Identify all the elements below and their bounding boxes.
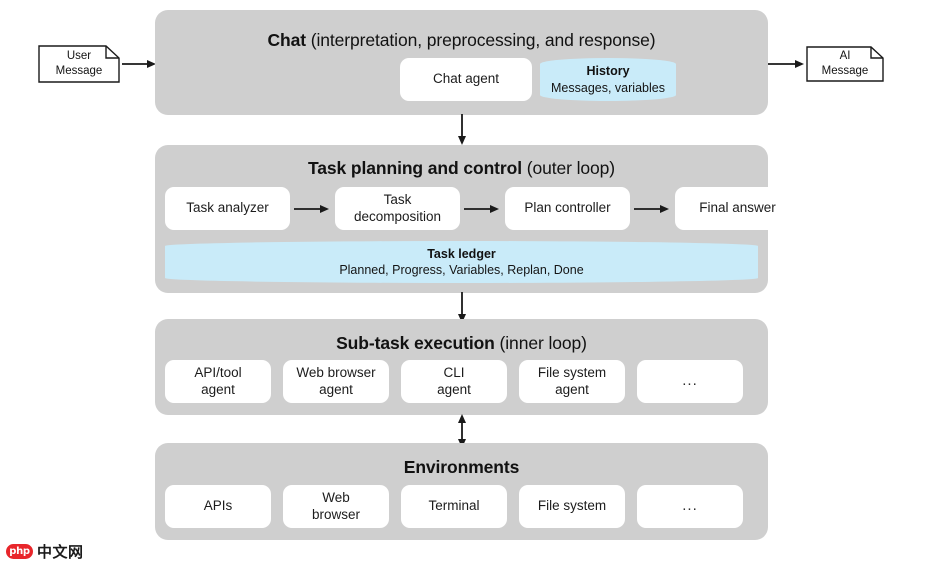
document-shape-icon [806, 46, 884, 82]
node-chat-agent-label: Chat agent [432, 71, 500, 87]
node-file-system-label: File system [537, 498, 607, 514]
datastore-history[interactable]: History Messages, variables [540, 58, 676, 101]
cylinder-bottom-cap [540, 89, 676, 101]
section-environments-title-bold: Environments [403, 457, 520, 477]
node-web-browser-agent-line2: agent [319, 381, 353, 397]
datastore-history-label: History Messages, variables [540, 58, 676, 101]
node-file-system-agent-line1: File system [537, 364, 607, 380]
arrow-user-message-to-chat [122, 56, 158, 72]
section-subtask-execution-title-rest: (inner loop) [494, 333, 587, 353]
arrow-analyzer-to-decomposition [294, 201, 331, 217]
node-plan-controller-label: Plan controller [524, 200, 611, 216]
section-task-planning-title-rest: (outer loop) [521, 158, 616, 178]
node-api-tool-agent-line2: agent [201, 381, 235, 397]
datastore-history-subtitle: Messages, variables [551, 80, 665, 95]
section-chat-title-bold: Chat [267, 30, 307, 50]
node-file-system-agent[interactable]: File system agent [519, 360, 625, 403]
node-api-tool-agent[interactable]: API/tool agent [165, 360, 271, 403]
node-terminal[interactable]: Terminal [401, 485, 507, 528]
section-chat-title: Chat (interpretation, preprocessing, and… [155, 30, 768, 51]
node-task-decomposition-line1: Task [383, 191, 412, 207]
user-message-line2: Message [55, 65, 103, 77]
ai-message-box: AI Message [806, 46, 884, 82]
datastore-task-ledger[interactable]: Task ledger Planned, Progress, Variables… [165, 241, 758, 283]
cylinder-body [165, 246, 758, 278]
section-chat: Chat (interpretation, preprocessing, and… [155, 10, 768, 115]
cylinder-top-cap [540, 58, 676, 70]
node-task-analyzer[interactable]: Task analyzer [165, 187, 290, 230]
section-subtask-execution: Sub-task execution (inner loop) API/tool… [155, 319, 768, 415]
ai-message-line2: Message [821, 65, 869, 77]
user-message-box: User Message [38, 45, 120, 83]
node-task-decomposition[interactable]: Task decomposition [335, 187, 460, 230]
node-web-browser-line2: browser [311, 506, 360, 522]
node-cli-agent-line2: agent [437, 381, 471, 397]
arrow-decomposition-to-controller [464, 201, 501, 217]
section-task-planning-title-bold: Task planning and control [307, 158, 522, 178]
node-execution-more-label: ... [682, 372, 698, 390]
section-environments: Environments APIs Web browser Terminal F… [155, 443, 768, 540]
datastore-task-ledger-title: Task ledger [427, 246, 496, 261]
node-plan-controller[interactable]: Plan controller [505, 187, 630, 230]
arrow-chat-to-planning [454, 114, 470, 146]
node-web-browser-line1: Web [322, 489, 350, 505]
arrow-chat-to-ai-message [768, 56, 806, 72]
user-message-line1: User [66, 50, 92, 63]
section-task-planning: Task planning and control (outer loop) T… [155, 145, 800, 293]
node-cli-agent[interactable]: CLI agent [401, 360, 507, 403]
document-shape-icon [38, 45, 120, 83]
cylinder-bottom-cap [165, 273, 758, 283]
node-chat-agent[interactable]: Chat agent [400, 58, 532, 101]
node-file-system[interactable]: File system [519, 485, 625, 528]
node-api-tool-agent-line1: API/tool [194, 364, 242, 380]
node-web-browser[interactable]: Web browser [283, 485, 389, 528]
datastore-task-ledger-label: Task ledger Planned, Progress, Variables… [165, 241, 758, 283]
ai-message-line1: AI [839, 50, 851, 63]
arrow-planning-to-execution [454, 292, 470, 324]
node-terminal-label: Terminal [428, 498, 480, 514]
node-file-system-agent-line2: agent [555, 381, 589, 397]
node-apis-label: APIs [203, 498, 233, 514]
node-web-browser-agent[interactable]: Web browser agent [283, 360, 389, 403]
node-apis[interactable]: APIs [165, 485, 271, 528]
node-environments-more[interactable]: ... [637, 485, 743, 528]
node-execution-more[interactable]: ... [637, 360, 743, 403]
node-environments-more-label: ... [682, 497, 698, 515]
php-logo-icon: php [6, 544, 33, 559]
node-task-analyzer-label: Task analyzer [186, 200, 269, 216]
section-chat-title-rest: (interpretation, preprocessing, and resp… [306, 30, 656, 50]
ai-message-label: AI Message [806, 46, 884, 82]
section-subtask-execution-title-bold: Sub-task execution [336, 333, 495, 353]
section-subtask-execution-title: Sub-task execution (inner loop) [155, 333, 768, 354]
node-task-decomposition-line2: decomposition [353, 208, 442, 224]
watermark: php 中文网 [6, 541, 84, 562]
node-cli-agent-line1: CLI [443, 364, 465, 380]
datastore-history-title: History [586, 64, 630, 79]
arrow-controller-to-final-answer [634, 201, 671, 217]
node-web-browser-agent-line1: Web browser [296, 364, 376, 380]
section-environments-title: Environments [155, 457, 768, 478]
datastore-task-ledger-subtitle: Planned, Progress, Variables, Replan, Do… [339, 263, 584, 277]
section-task-planning-title: Task planning and control (outer loop) [155, 158, 768, 179]
node-final-answer-label: Final answer [699, 200, 776, 216]
watermark-text: 中文网 [37, 543, 84, 561]
user-message-label: User Message [38, 45, 120, 83]
cylinder-top-cap [165, 241, 758, 251]
node-final-answer[interactable]: Final answer [675, 187, 800, 230]
